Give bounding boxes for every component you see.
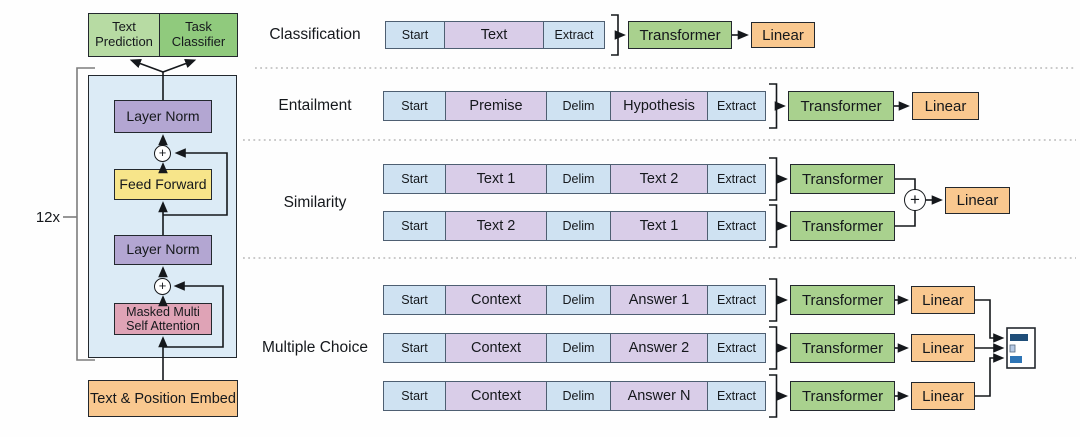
layer-norm-bottom-box: Layer Norm <box>114 235 212 265</box>
token-context: Context <box>446 381 547 411</box>
feed-forward-box: Feed Forward <box>114 169 212 200</box>
token-extract: Extract <box>708 381 766 411</box>
token-start: Start <box>383 91 446 121</box>
choice-distribution-box <box>1006 327 1036 369</box>
transformer-box: Transformer <box>790 333 895 363</box>
repeat-12x-label: 12x <box>35 209 60 226</box>
multiple-choice-input-strip-1: Start Context Delim Answer 1 Extract <box>383 285 766 315</box>
token-delim: Delim <box>547 91 611 121</box>
token-context: Context <box>446 285 547 315</box>
task-label-entailment: Entailment <box>278 97 352 114</box>
token-context: Context <box>446 333 547 363</box>
token-start: Start <box>385 21 445 49</box>
token-extract: Extract <box>708 211 766 241</box>
text-prediction-box: Text Prediction <box>88 13 160 57</box>
token-extract: Extract <box>708 285 766 315</box>
token-answer-2: Answer 2 <box>611 333 708 363</box>
token-extract: Extract <box>708 91 766 121</box>
transformer-box: Transformer <box>628 21 732 49</box>
layer-norm-top-box: Layer Norm <box>114 100 212 133</box>
choice-bar-2 <box>1009 344 1016 353</box>
entailment-input-strip: Start Premise Delim Hypothesis Extract <box>383 91 766 121</box>
task-label-multiple-choice: Multiple Choice <box>262 339 368 356</box>
token-text2: Text 2 <box>446 211 547 241</box>
task-classifier-box: Task Classifier <box>160 13 238 57</box>
transformer-box: Transformer <box>790 211 895 241</box>
classification-input-strip: Start Text Extract <box>385 21 605 49</box>
token-delim: Delim <box>547 285 611 315</box>
choice-bar-1 <box>1010 334 1028 341</box>
bracket <box>769 326 778 370</box>
token-delim: Delim <box>547 333 611 363</box>
text-position-embed-box: Text & Position Embed <box>88 380 238 417</box>
similarity-input-strip-1: Start Text 1 Delim Text 2 Extract <box>383 164 766 194</box>
similarity-merge-add-icon: + <box>904 189 926 211</box>
linear-box: Linear <box>751 22 815 48</box>
transformer-box: Transformer <box>790 381 895 411</box>
task-label-similarity: Similarity <box>283 194 347 211</box>
transformer-box: Transformer <box>788 91 894 121</box>
bracket <box>769 83 778 129</box>
token-text2: Text 2 <box>611 164 708 194</box>
masked-attention-box: Masked Multi Self Attention <box>114 303 212 335</box>
token-start: Start <box>383 285 446 315</box>
token-delim: Delim <box>547 381 611 411</box>
linear-box: Linear <box>945 187 1010 214</box>
bracket <box>611 14 619 56</box>
token-hypothesis: Hypothesis <box>611 91 708 121</box>
token-delim: Delim <box>547 164 611 194</box>
bracket <box>769 278 778 322</box>
token-start: Start <box>383 211 446 241</box>
linear-box: Linear <box>912 92 979 120</box>
token-start: Start <box>383 333 446 363</box>
token-start: Start <box>383 164 446 194</box>
token-start: Start <box>383 381 446 411</box>
token-text: Text <box>445 21 544 49</box>
residual-add-icon: + <box>154 277 171 295</box>
multiple-choice-input-strip-2: Start Context Delim Answer 2 Extract <box>383 333 766 363</box>
transformer-box: Transformer <box>790 164 895 194</box>
multiple-choice-input-strip-3: Start Context Delim Answer N Extract <box>383 381 766 411</box>
token-extract: Extract <box>708 333 766 363</box>
residual-add-icon: + <box>154 144 171 162</box>
similarity-input-strip-2: Start Text 2 Delim Text 1 Extract <box>383 211 766 241</box>
token-text1: Text 1 <box>446 164 547 194</box>
token-answer-n: Answer N <box>611 381 708 411</box>
bracket <box>769 204 778 248</box>
bracket <box>769 157 778 201</box>
linear-box: Linear <box>911 286 975 314</box>
token-extract: Extract <box>708 164 766 194</box>
token-extract: Extract <box>544 21 605 49</box>
token-answer-1: Answer 1 <box>611 285 708 315</box>
token-premise: Premise <box>446 91 547 121</box>
linear-box: Linear <box>911 382 975 410</box>
bracket <box>769 374 778 418</box>
token-delim: Delim <box>547 211 611 241</box>
output-heads: Text Prediction Task Classifier <box>88 13 238 57</box>
choice-bar-3 <box>1010 356 1022 363</box>
transformer-box: Transformer <box>790 285 895 315</box>
token-text1: Text 1 <box>611 211 708 241</box>
linear-box: Linear <box>911 334 975 362</box>
task-label-classification: Classification <box>269 26 361 43</box>
